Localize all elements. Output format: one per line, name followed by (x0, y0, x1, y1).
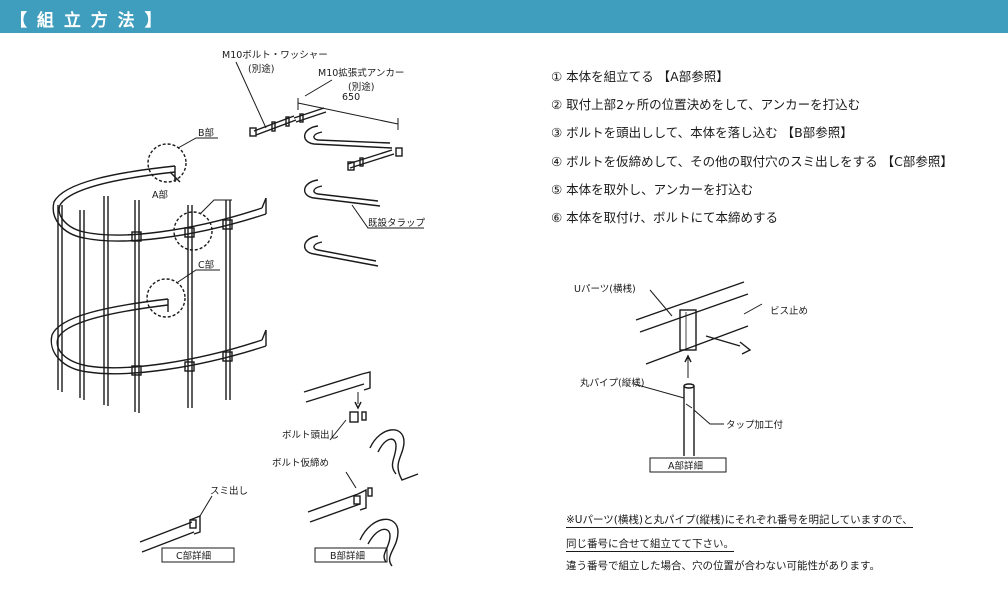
label-c-detail: C部詳細 (176, 550, 211, 562)
label-a-detail: A部詳細 (668, 460, 703, 472)
label-round-pipe: 丸パイプ(縦桟) (580, 377, 644, 389)
label-trap: 既設タラップ (368, 217, 426, 229)
bolt-washer (235, 61, 297, 137)
note-line-2: 同じ番号に合せて組立てて下さい。 (566, 538, 734, 552)
step-item: ③ ボルトを頭出しして、本体を落し込む 【B部参照】 (551, 125, 853, 141)
step-item: ② 取付上部2ヶ所の位置決めをして、アンカーを打込む (551, 97, 861, 113)
label-anchor-sub: (別途) (348, 81, 374, 93)
step-item: ⑤ 本体を取外し、アンカーを打込む (551, 181, 754, 197)
label-bolt-head-out: ボルト頭出し (282, 429, 339, 441)
section-title: 【 組 立 方 法 】 (10, 11, 164, 31)
step-item: ④ ボルトを仮締めして、その他の取付穴のスミ出しをする 【C部参照】 (551, 153, 953, 169)
label-dim-650: 650 (342, 92, 360, 103)
label-b-detail: B部詳細 (330, 550, 365, 562)
label-part-b: B部 (198, 127, 214, 139)
step-item: ⑥ 本体を取付け、ボルトにて本締めする (551, 209, 779, 225)
label-tap: タップ加工付 (726, 420, 784, 431)
section-header: 【 組 立 方 法 】 (0, 0, 1008, 33)
label-part-a: A部 (152, 189, 168, 201)
b-detail-bottom (307, 471, 399, 567)
anchor-top (293, 107, 327, 123)
label-bolt-washer: M10ボルト・ワッシャー (222, 50, 328, 61)
note-line-1: ※Uパーツ(横桟)と丸パイプ(縦桟)にそれぞれ番号を明記していますので、 (566, 514, 913, 528)
label-u-parts: Uパーツ(横桟) (574, 283, 636, 295)
a-detail (633, 281, 763, 456)
c-detail (139, 495, 213, 553)
note-line-3: 違う番号で組立した場合、穴の位置が合わない可能性があります。 (566, 560, 880, 572)
assembly-steps: ① 本体を組立てる 【A部参照】 ② 取付上部2ヶ所の位置決めをして、アンカーを… (551, 68, 953, 237)
label-screw-stop: ビス止め (770, 305, 808, 317)
label-bolt-washer-sub: (別途) (248, 63, 274, 75)
existing-ladder (304, 125, 424, 267)
anchor-right (347, 147, 403, 171)
assembly-diagram: M10ボルト・ワッシャー (別途) M10拡張式アンカー (別途) 650 B部… (50, 50, 808, 567)
cage-body (50, 165, 267, 413)
b-detail-top (303, 371, 419, 481)
label-bolt-temp-tight: ボルト仮締め (272, 457, 329, 469)
label-sumi-dashi: スミ出し (210, 485, 248, 497)
label-part-c: C部 (198, 259, 214, 271)
step-item: ① 本体を組立てる 【A部参照】 (551, 69, 729, 84)
label-anchor: M10拡張式アンカー (318, 67, 404, 79)
